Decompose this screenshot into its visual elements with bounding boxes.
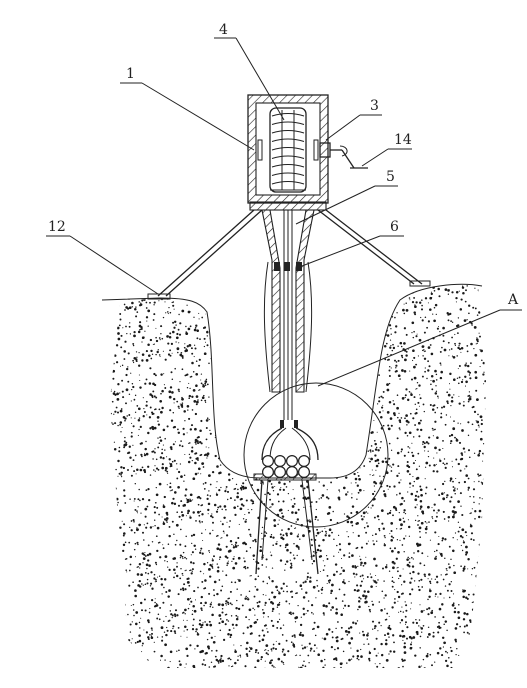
guide-tube xyxy=(261,209,315,428)
callouts: 4 1 3 14 5 12 6 A xyxy=(46,22,522,387)
label-A: A xyxy=(507,292,519,308)
crank-handle xyxy=(319,142,368,169)
soil-outline xyxy=(101,283,483,479)
label-5: 5 xyxy=(386,169,395,185)
label-12: 12 xyxy=(48,219,66,235)
label-4: 4 xyxy=(219,22,228,38)
label-6: 6 xyxy=(390,219,399,235)
sampler-head xyxy=(243,382,389,575)
label-14: 14 xyxy=(394,132,412,148)
housing xyxy=(247,94,329,204)
cable-spool xyxy=(269,107,307,193)
collar xyxy=(249,201,327,211)
support-legs xyxy=(147,209,431,300)
label-3: 3 xyxy=(370,98,379,114)
label-1: 1 xyxy=(126,66,135,82)
